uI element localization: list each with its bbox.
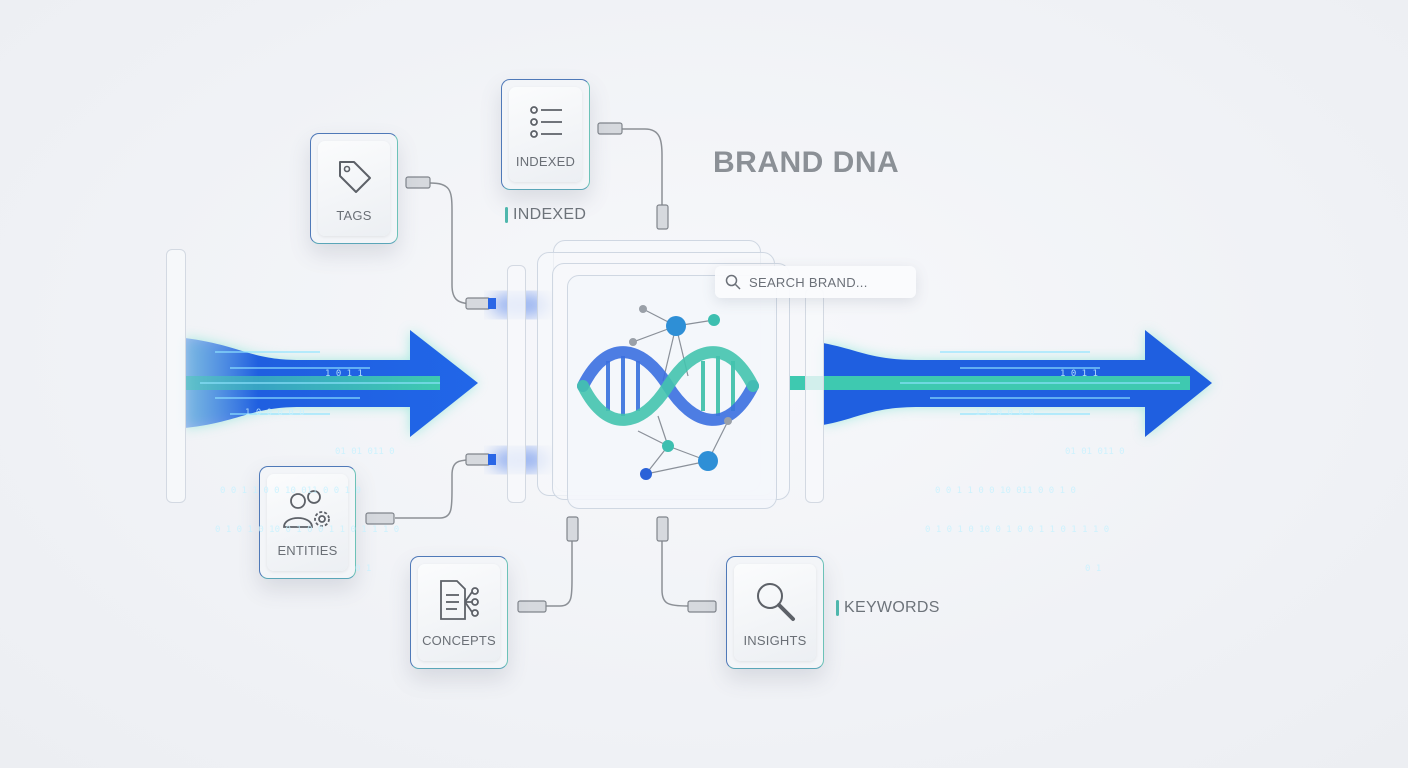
search-placeholder: SEARCH BRAND...: [749, 275, 868, 290]
card-label: CONCEPTS: [422, 633, 496, 648]
magnifier-icon: [757, 583, 795, 621]
card-entities[interactable]: ENTITIES: [259, 466, 356, 579]
left-rail: [507, 265, 526, 503]
card-indexed[interactable]: INDEXED: [501, 79, 590, 190]
card-label: INDEXED: [515, 154, 576, 169]
cables: [395, 128, 689, 607]
card-label: ENTITIES: [277, 543, 338, 558]
list-icon: [529, 106, 562, 138]
card-label: INSIGHTS: [743, 633, 807, 648]
card-label: TAGS: [336, 208, 372, 223]
input-arrow: [185, 330, 478, 437]
dna-core-card: [567, 275, 777, 509]
search-brand-input[interactable]: SEARCH BRAND...: [715, 266, 916, 298]
binary-stream-right: 1 0 1 1 1 0 0 0 0 0 01 01 011 0 0 0 1 1 …: [925, 369, 1125, 574]
document-network-icon: [440, 580, 479, 620]
output-arrow: [790, 330, 1212, 437]
dna-network-icon: [577, 305, 759, 480]
indexed-label: INDEXED: [505, 206, 586, 224]
right-rail: [805, 288, 824, 503]
keywords-label: KEYWORDS: [836, 599, 940, 617]
card-insights[interactable]: INSIGHTS: [726, 556, 824, 669]
usb-connectors: [365, 122, 717, 613]
page-title: BRAND DNA: [713, 146, 900, 179]
binary-stream-left: 1 0 1 1 1 0 0 0 0 0 01 01 011 0 0 0 1 1 …: [215, 369, 400, 574]
tag-icon: [339, 161, 371, 193]
search-icon: [725, 274, 741, 290]
users-gear-icon: [282, 490, 330, 528]
input-panel: [166, 249, 186, 503]
card-concepts[interactable]: CONCEPTS: [410, 556, 508, 669]
card-tags[interactable]: TAGS: [310, 133, 398, 244]
